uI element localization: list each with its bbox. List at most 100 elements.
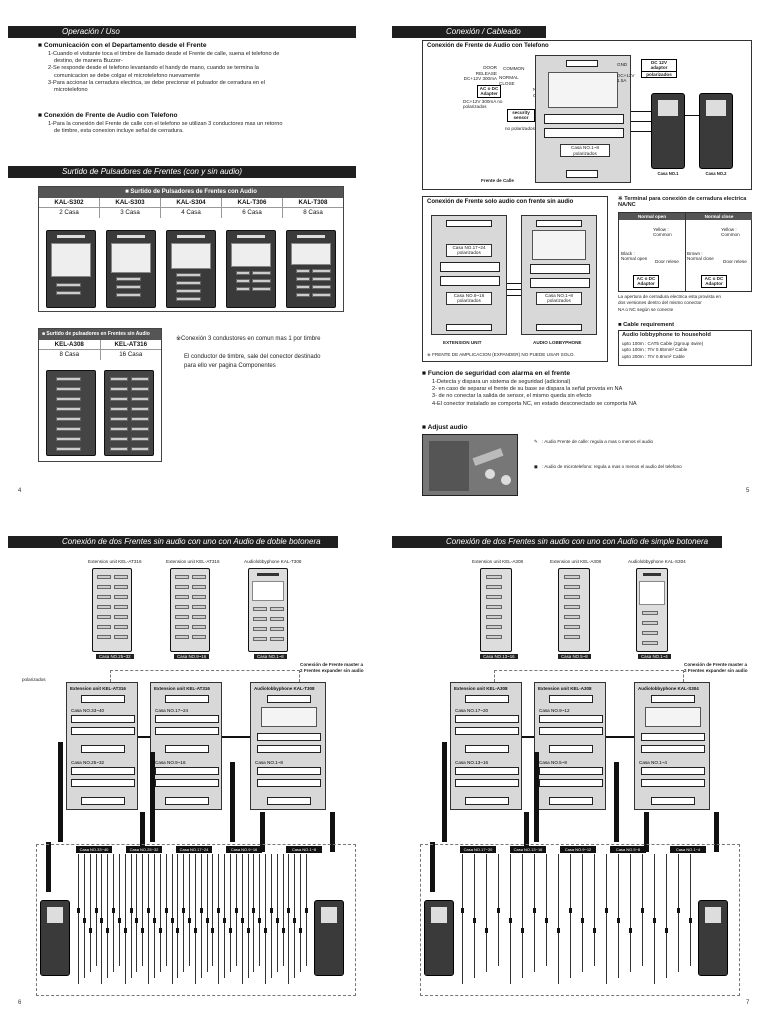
case-label: Casa NO.1~8 bbox=[254, 654, 287, 659]
wire-line bbox=[113, 854, 115, 972]
label-adaptor-2: AC o DC Adaptor bbox=[701, 275, 727, 288]
page-number: 6 bbox=[18, 1000, 22, 1006]
alarm-title: Funcion de seguridad con alarma en el fr… bbox=[422, 370, 570, 377]
extension-unit-2: Extension unit KEL-AT316 Casa NO.17~24 C… bbox=[150, 682, 222, 810]
terminal-note: La apertura de cerradura electrica esta … bbox=[618, 294, 758, 313]
label-polarizados: polarizados bbox=[22, 677, 46, 682]
handset-left bbox=[40, 900, 70, 976]
table-title-text: Surtido de pulsadores en Frentes sin Aud… bbox=[46, 331, 150, 337]
wire-line bbox=[200, 854, 202, 978]
wire-line bbox=[107, 854, 109, 978]
case-label: Casa NO.1~4 bbox=[638, 654, 671, 659]
wire-line bbox=[534, 854, 535, 972]
wire-terminal bbox=[182, 908, 186, 913]
front-panel-3 bbox=[248, 568, 288, 652]
wire-terminal bbox=[485, 928, 488, 933]
table-title-text: Surtido de Pulsadores de Frentes con Aud… bbox=[130, 189, 257, 195]
wire-line bbox=[78, 854, 79, 984]
label-yellow-2: Yellow : Common bbox=[721, 227, 740, 238]
diagram-audio-telefono: Conexión de Frente de Audio con Telefono… bbox=[422, 40, 752, 190]
label-adaptor: AC o DC Adaptor bbox=[633, 275, 659, 288]
wire-terminal bbox=[617, 918, 620, 923]
wire-line bbox=[177, 854, 179, 978]
panel-image bbox=[46, 370, 96, 456]
casa-label: Casa NO.13~16 bbox=[455, 760, 489, 765]
text-line: upto 100m : CAT5 Cable (2group 4wire) bbox=[622, 341, 704, 346]
wire-line bbox=[89, 854, 91, 972]
text-line: 1-Para la conexión del Frente de calle c… bbox=[48, 121, 283, 127]
table-case-row: 2 Casa 3 Casa 4 Casa 6 Casa 8 Casa bbox=[39, 208, 343, 218]
wire-line bbox=[690, 854, 691, 966]
top-label: Extension unit KEL-AT316 bbox=[166, 559, 220, 564]
pol-text: polarizados bbox=[457, 298, 481, 304]
wire-terminal bbox=[689, 918, 692, 923]
wire-line bbox=[189, 854, 191, 966]
casa-label: Casa NO.5~8 bbox=[539, 760, 567, 765]
case-bar: Casa NO.1~8 bbox=[286, 846, 322, 853]
casa-label: Casa NO.1~8 bbox=[255, 760, 283, 765]
wire-line bbox=[546, 854, 547, 966]
casa-text: Casa NO.9~16 bbox=[453, 293, 485, 298]
diagram-title: Conexión de Frente solo audio con frente… bbox=[427, 199, 574, 205]
wire-terminal bbox=[641, 908, 644, 913]
terminal-diagram: Normal open Normal close Yellow : Common… bbox=[618, 212, 752, 292]
wire-line bbox=[570, 854, 571, 978]
text-line: 3-Para accionar la cerradura electrica, … bbox=[48, 79, 266, 86]
text-line: comunicacion se debe colgar el microtele… bbox=[54, 72, 200, 79]
casa-text: Casa NO.17~24 bbox=[452, 245, 486, 250]
wire-line bbox=[247, 854, 249, 978]
front-panel-2 bbox=[170, 568, 210, 652]
case-bar: Casa NO.25~32 bbox=[126, 846, 162, 853]
wire-terminal bbox=[223, 918, 227, 923]
label-door-release: DOOR RELEASE DC+12V 300mA bbox=[463, 65, 497, 82]
wire-line bbox=[486, 854, 487, 972]
case-cell: 3 Casa bbox=[100, 208, 161, 218]
panel-image bbox=[286, 230, 336, 308]
handset-label: Casa NO.2 bbox=[705, 171, 727, 176]
wire-line bbox=[474, 854, 475, 978]
table-title: ■ Surtido de Pulsadores de Frentes con A… bbox=[39, 187, 343, 198]
unit-label: Extension unit KEL-A308 bbox=[538, 686, 592, 691]
wire-line bbox=[288, 854, 290, 984]
top-label: Audiolobbyphone KAL-S304 bbox=[628, 559, 686, 564]
label-brown: Brown : Normal close bbox=[687, 251, 714, 262]
wire-line bbox=[522, 854, 523, 978]
wire-line bbox=[136, 854, 138, 972]
casa-label: Casa NO.9~16 bbox=[155, 760, 186, 765]
handset-right bbox=[314, 900, 344, 976]
text-line: 3- de no conectar la salida de sensor, e… bbox=[432, 393, 592, 400]
wire-terminal bbox=[665, 928, 668, 933]
panel-image bbox=[46, 230, 96, 308]
alarm-lines: 1-Detecta y dispara un sistema de seguri… bbox=[432, 379, 752, 408]
page-7: Conexión de dos Frentes sin audio con un… bbox=[384, 512, 768, 1024]
model-cell: KEL-AT316 bbox=[100, 340, 161, 350]
wire-terminal bbox=[129, 908, 133, 913]
case-label: Casa NO.9~16 bbox=[174, 654, 210, 659]
page-5: Conexión / Cableado Conexión de Frente d… bbox=[384, 0, 768, 512]
wire-line bbox=[618, 854, 619, 978]
model-cell: KAL-S303 bbox=[100, 198, 161, 208]
wire-terminal bbox=[252, 908, 256, 913]
case-cell: 16 Casa bbox=[119, 351, 143, 358]
cable-lines: upto 100m : CAT5 Cable (2group 4wire) up… bbox=[622, 341, 703, 360]
text-line: 2-Se responde desde el telefono levantan… bbox=[48, 65, 259, 72]
wire-line bbox=[83, 854, 85, 978]
handset-left bbox=[424, 900, 454, 976]
note-pagina: para ello ver pagina Componentes bbox=[184, 363, 276, 369]
wire-line bbox=[224, 854, 226, 978]
case-cell: 4 Casa bbox=[161, 208, 222, 218]
text-line: 1-Cuando el visitante toca el timbre de … bbox=[48, 51, 280, 57]
wire-terminal bbox=[88, 928, 92, 933]
panel-image bbox=[104, 370, 154, 456]
wire-line bbox=[142, 854, 144, 966]
wire-line bbox=[212, 854, 214, 966]
wire-terminal bbox=[205, 918, 209, 923]
label-dc12-1a: DC+12V 1.5A bbox=[617, 73, 635, 84]
audiolobbyphone-unit: Audiolobbyphone KAL-T308 Casa NO.1~8 bbox=[250, 682, 326, 810]
wire-terminal bbox=[461, 908, 464, 913]
